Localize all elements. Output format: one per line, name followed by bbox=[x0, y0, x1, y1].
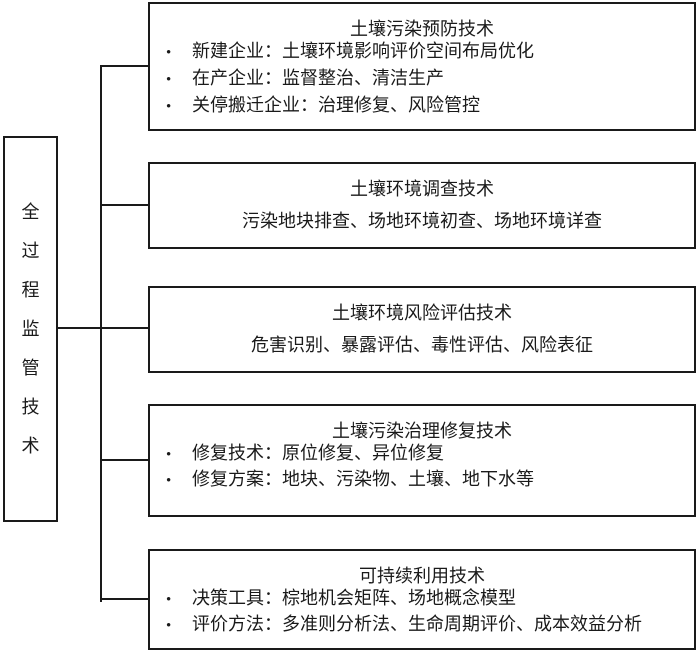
bullet-dot: • bbox=[166, 45, 172, 61]
node-title: 土壤污染预防技术 bbox=[350, 19, 494, 39]
bullet-item: • 新建企业：土壤环境影响评价空间布局优化 bbox=[166, 39, 684, 66]
bullet-item: • 评价方法：多准则分析法、生命周期评价、成本效益分析 bbox=[166, 612, 684, 638]
bullet-text: 关停搬迁企业：治理修复、风险管控 bbox=[192, 95, 480, 115]
bullet-text: 评价方法：多准则分析法、生命周期评价、成本效益分析 bbox=[192, 614, 642, 634]
node-content: 污染地块排查、场地环境初查、场地环境详查 bbox=[242, 211, 602, 231]
node-title: 土壤环境风险评估技术 bbox=[332, 303, 512, 323]
bullet-list: • 决策工具：棕地机会矩阵、场地概念模型 • 评价方法：多准则分析法、生命周期评… bbox=[150, 586, 694, 638]
bullet-item: • 关停搬迁企业：治理修复、风险管控 bbox=[166, 93, 684, 120]
bullet-item: • 在产企业：监督整治、清洁生产 bbox=[166, 66, 684, 93]
node-risk-assessment: 土壤环境风险评估技术 危害识别、暴露评估、毒性评估、风险表征 bbox=[148, 286, 696, 373]
connector-branch-prevention bbox=[101, 65, 148, 67]
bullet-text: 修复方案：地块、污染物、土壤、地下水等 bbox=[192, 469, 534, 489]
bullet-text: 修复技术：原位修复、异位修复 bbox=[192, 443, 444, 463]
bullet-item: • 决策工具：棕地机会矩阵、场地概念模型 bbox=[166, 586, 684, 612]
node-content: 危害识别、暴露评估、毒性评估、风险表征 bbox=[251, 335, 593, 355]
bullet-dot: • bbox=[166, 592, 172, 608]
node-title: 可持续利用技术 bbox=[359, 566, 485, 586]
bullet-text: 在产企业：监督整治、清洁生产 bbox=[192, 68, 444, 88]
connector-root-link bbox=[58, 327, 148, 329]
node-pollution-prevention: 土壤污染预防技术 • 新建企业：土壤环境影响评价空间布局优化 • 在产企业：监督… bbox=[148, 2, 696, 131]
node-title: 土壤环境调查技术 bbox=[350, 179, 494, 199]
bullet-dot: • bbox=[166, 447, 172, 463]
node-sustainable-use: 可持续利用技术 • 决策工具：棕地机会矩阵、场地概念模型 • 评价方法：多准则分… bbox=[148, 549, 696, 650]
node-title: 土壤污染治理修复技术 bbox=[332, 421, 512, 441]
bullet-dot: • bbox=[166, 99, 172, 115]
bullet-dot: • bbox=[166, 72, 172, 88]
connector-branch-investigation bbox=[101, 204, 148, 206]
connector-branch-sustainable bbox=[101, 598, 148, 600]
bullet-dot: • bbox=[166, 618, 172, 634]
bullet-dot: • bbox=[166, 473, 172, 489]
bullet-list: • 新建企业：土壤环境影响评价空间布局优化 • 在产企业：监督整治、清洁生产 •… bbox=[150, 39, 694, 120]
node-treatment-remediation: 土壤污染治理修复技术 • 修复技术：原位修复、异位修复 • 修复方案：地块、污染… bbox=[148, 404, 696, 517]
node-environment-investigation: 土壤环境调查技术 污染地块排查、场地环境初查、场地环境详查 bbox=[148, 162, 696, 249]
bullet-item: • 修复技术：原位修复、异位修复 bbox=[166, 441, 684, 467]
bullet-text: 决策工具：棕地机会矩阵、场地概念模型 bbox=[192, 588, 516, 608]
bullet-list: • 修复技术：原位修复、异位修复 • 修复方案：地块、污染物、土壤、地下水等 bbox=[150, 441, 694, 493]
bullet-text: 新建企业：土壤环境影响评价空间布局优化 bbox=[192, 41, 534, 61]
root-node-label: 全过程监管技术 bbox=[21, 201, 40, 456]
bullet-item: • 修复方案：地块、污染物、土壤、地下水等 bbox=[166, 467, 684, 493]
root-node-full-process-supervision: 全过程监管技术 bbox=[3, 136, 58, 522]
connector-trunk bbox=[100, 65, 102, 602]
connector-branch-remediation bbox=[101, 459, 148, 461]
